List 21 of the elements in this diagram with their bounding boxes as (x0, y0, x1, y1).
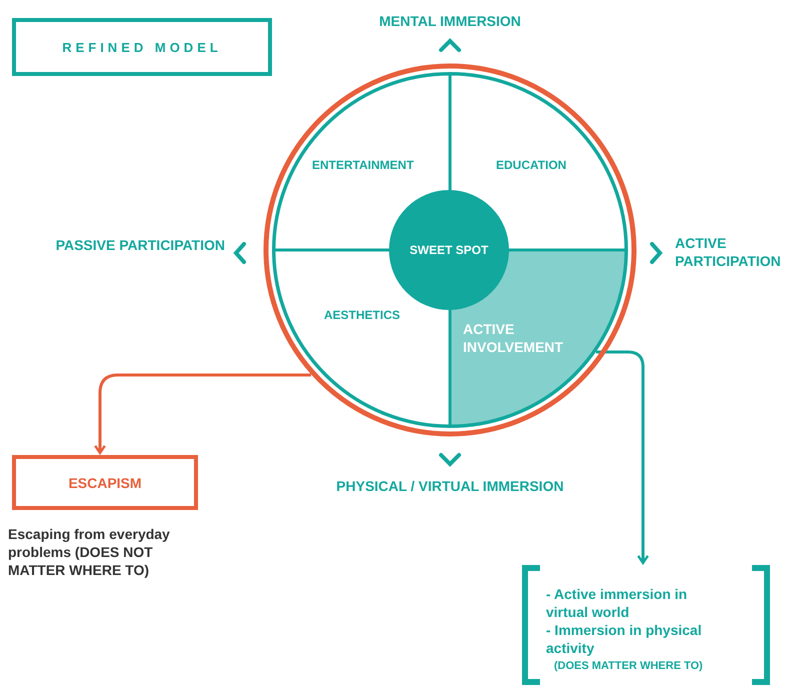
quadrant-label: ACTIVE INVOLVEMENT (463, 320, 564, 356)
list-item: - Immersion in physical activity (546, 621, 703, 658)
axis-label: ACTIVE PARTICIPATION (675, 234, 782, 270)
quadrant-label: AESTHETICS (324, 308, 402, 324)
list-item: (DOES MATTER WHERE TO) (554, 659, 704, 674)
axis-label: MENTAL IMMERSION (378, 12, 522, 30)
leader-arrow (94, 374, 311, 454)
category-label: ESCAPISM (68, 474, 142, 490)
list-item: - Active immersion in virtual world (546, 585, 688, 622)
quadrant-label: ENTERTAINMENT (312, 158, 415, 174)
axis-label: PHYSICAL / VIRTUAL IMMERSION (335, 477, 565, 496)
bracket-frame (520, 565, 772, 685)
center-label: SWEET SPOT (410, 243, 488, 257)
quadrant-label: EDUCATION (496, 158, 568, 174)
title-box (12, 18, 272, 76)
category-box (12, 455, 198, 510)
circle-diagram (263, 63, 637, 437)
description-text: Escaping from everyday problems (DOES NOT MATTER WHERE TO) (8, 525, 171, 580)
title-text: REFINED MODEL (62, 40, 222, 54)
axis-label: PASSIVE PARTICIPATION (54, 236, 225, 254)
leader-arrow (596, 350, 649, 564)
